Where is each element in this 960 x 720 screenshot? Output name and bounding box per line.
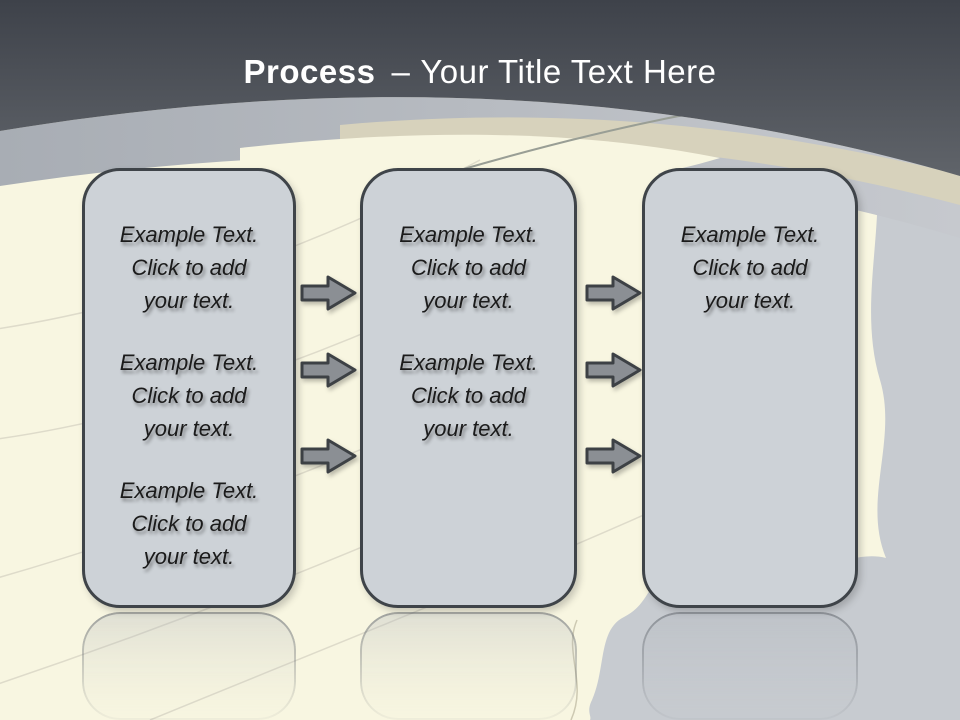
box-paragraph[interactable]: Example Text. Click to add your text. xyxy=(119,222,259,313)
box-reflection xyxy=(82,612,296,720)
right-arrow-shape[interactable] xyxy=(300,437,357,475)
right-arrow-icon xyxy=(585,275,642,311)
title-text: Your Title Text Here xyxy=(420,53,717,90)
right-arrow-icon xyxy=(300,352,357,388)
header-banner-shape xyxy=(0,0,960,176)
right-arrow-icon xyxy=(585,438,642,474)
land-shape-right xyxy=(589,142,960,720)
process-box-1[interactable]: Example Text. Click to add your text. Ex… xyxy=(82,168,296,608)
right-arrow-icon xyxy=(585,352,642,388)
title-separator: – xyxy=(391,53,411,90)
right-arrow-icon xyxy=(300,438,357,474)
box-paragraph[interactable]: Example Text. Click to add your text. xyxy=(680,222,820,313)
right-arrow-icon xyxy=(300,275,357,311)
box-paragraph[interactable]: Example Text. Click to add your text. xyxy=(399,350,538,441)
right-arrow-shape[interactable] xyxy=(300,274,357,312)
box-paragraph[interactable]: Example Text. Click to add your text. xyxy=(119,478,259,569)
right-arrow-shape[interactable] xyxy=(585,437,642,475)
box-reflection xyxy=(642,612,858,720)
box-reflection xyxy=(360,612,577,720)
process-box-2[interactable]: Example Text. Click to add your text. Ex… xyxy=(360,168,577,608)
box-paragraph[interactable]: Example Text. Click to add your text. xyxy=(119,350,259,441)
right-arrow-shape[interactable] xyxy=(585,351,642,389)
right-arrow-shape[interactable] xyxy=(585,274,642,312)
right-arrow-shape[interactable] xyxy=(300,351,357,389)
box-paragraph[interactable]: Example Text. Click to add your text. xyxy=(399,222,538,313)
title-keyword: Process xyxy=(243,53,376,90)
slide-title[interactable]: Process–Your Title Text Here xyxy=(0,50,960,94)
process-box-3[interactable]: Example Text. Click to add your text. xyxy=(642,168,858,608)
